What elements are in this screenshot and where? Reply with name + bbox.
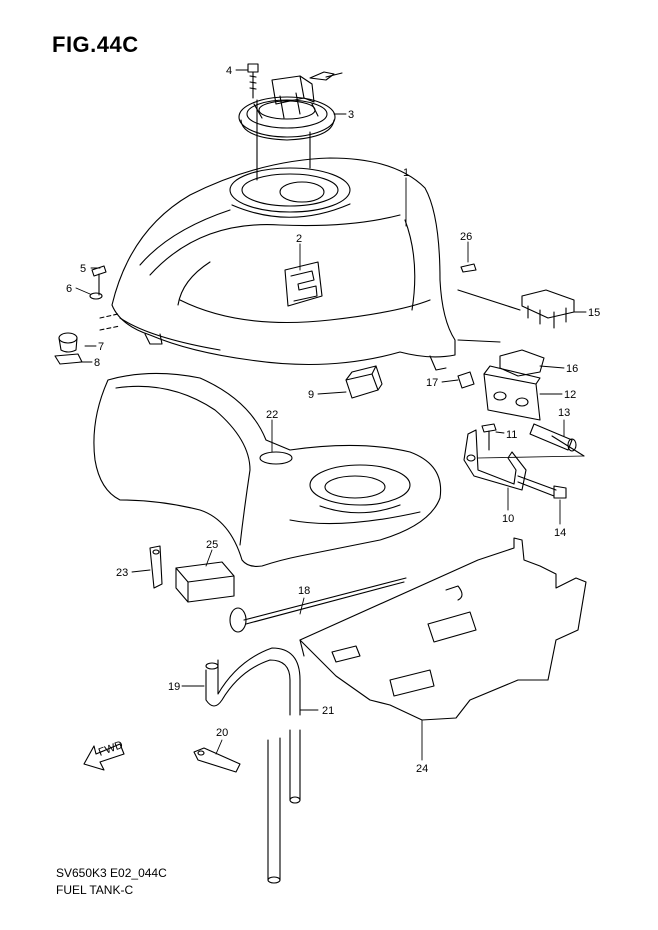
callout-21: 21 <box>322 705 334 717</box>
callout-13: 13 <box>558 407 570 419</box>
leader-13b <box>551 435 585 457</box>
figure-title: FIG.44C <box>52 32 139 57</box>
callout-10: 10 <box>502 513 514 525</box>
callout-labels: 1 2 3 4 5 6 7 8 9 10 11 12 13 14 15 16 1… <box>66 65 600 775</box>
rod-18 <box>229 577 407 633</box>
pipe-13 <box>529 423 577 452</box>
callout-17: 17 <box>426 377 438 389</box>
pad-25 <box>175 561 235 603</box>
clip-17 <box>457 371 475 389</box>
bolt-11 <box>481 423 497 451</box>
grommet-7 <box>58 332 78 353</box>
callout-12: 12 <box>564 389 576 401</box>
cap-bolt <box>247 63 259 99</box>
bracket-12 <box>483 365 541 421</box>
callout-22: 22 <box>266 409 278 421</box>
callout-6: 6 <box>66 283 72 295</box>
hose-21 <box>267 729 301 884</box>
callout-5: 5 <box>80 263 86 275</box>
clamp-20 <box>193 747 241 773</box>
leader-15 <box>457 289 521 343</box>
callout-26: 26 <box>460 231 472 243</box>
callout-24: 24 <box>416 763 428 775</box>
bracket-15 <box>521 289 575 329</box>
bracket-10 <box>463 429 585 491</box>
bolt-14 <box>517 475 567 499</box>
clip-26 <box>460 263 477 273</box>
callout-8: 8 <box>94 357 100 369</box>
fuel-tank <box>111 157 456 371</box>
callout-18: 18 <box>298 585 310 597</box>
leader-lines <box>75 69 587 761</box>
callout-11: 11 <box>506 429 517 441</box>
hose-19 <box>205 647 301 716</box>
fwd-arrow-icon: FWD <box>83 739 125 771</box>
callout-1: 1 <box>403 167 409 179</box>
callout-9: 9 <box>308 389 314 401</box>
cushion-16 <box>499 349 545 377</box>
bolt-5 <box>91 265 107 296</box>
emblem-badge <box>284 261 323 307</box>
callout-3: 3 <box>348 109 354 121</box>
base-plate <box>299 537 587 721</box>
callout-4: 4 <box>226 65 232 77</box>
tank-tray <box>93 372 442 567</box>
callout-20: 20 <box>216 727 228 739</box>
clip-23 <box>149 545 163 589</box>
fuel-cap-assembly <box>238 71 343 141</box>
damper-9 <box>345 365 383 399</box>
diagram-code: SV650K3 E02_044C <box>56 866 167 880</box>
callout-25: 25 <box>206 539 218 551</box>
cushion-8 <box>54 353 83 365</box>
callout-23: 23 <box>116 567 128 579</box>
callout-19: 19 <box>168 681 180 693</box>
callout-16: 16 <box>566 363 578 375</box>
washer-6 <box>89 292 103 300</box>
callout-7: 7 <box>98 341 104 353</box>
callout-15: 15 <box>588 307 600 319</box>
diagram-name: FUEL TANK-C <box>56 883 134 897</box>
callout-14: 14 <box>554 527 566 539</box>
callout-2: 2 <box>296 233 302 245</box>
